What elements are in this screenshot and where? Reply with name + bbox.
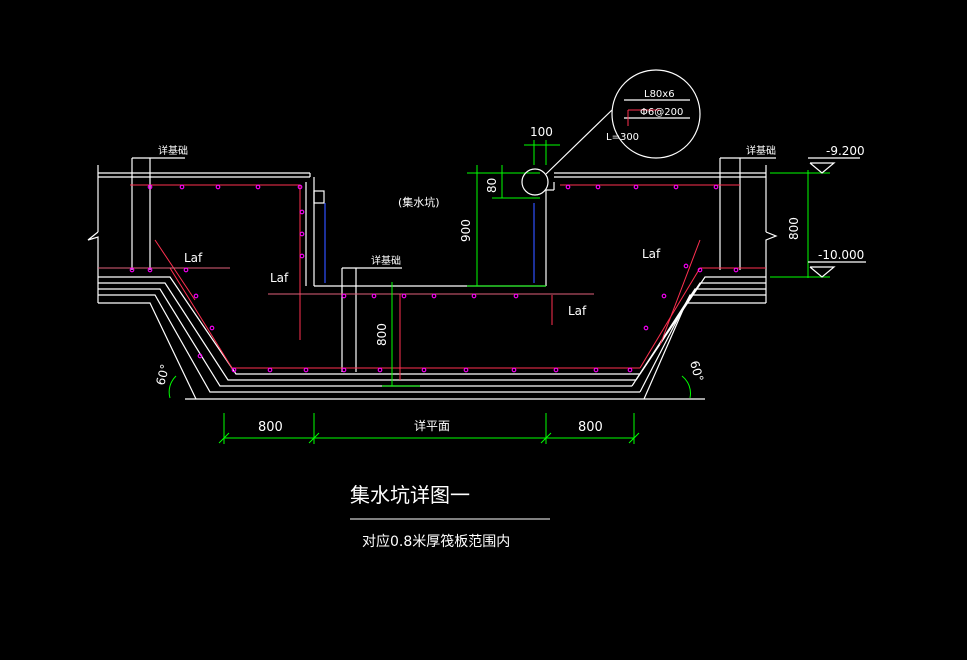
- rebar-dot: [183, 267, 189, 273]
- rebar-dot: [215, 184, 221, 190]
- raft-label-right: 详基础: [746, 144, 776, 157]
- laf-label-4: Laf: [642, 247, 661, 261]
- rebar-dot: [297, 184, 303, 190]
- rebar-dot: [299, 253, 305, 259]
- rebar-dot: [431, 293, 437, 299]
- rebar-dot: [267, 367, 273, 373]
- rebar-dot: [197, 353, 203, 359]
- pit-step: [314, 182, 555, 372]
- rebar-dot: [595, 184, 601, 190]
- rebar-dot: [697, 267, 703, 273]
- extension-lines: [98, 267, 594, 295]
- rebar-dot: [299, 209, 305, 215]
- rebar-dot: [341, 293, 347, 299]
- raft-label-mid: 详基础: [371, 254, 401, 267]
- dim-bottom-right: 800: [578, 420, 603, 435]
- rebar-dot: [661, 293, 667, 299]
- rebar-dot: [147, 267, 153, 273]
- rebar-dot: [421, 367, 427, 373]
- rebar-dot: [209, 325, 215, 331]
- raft-label-left: 详基础: [158, 144, 188, 157]
- rebar-dot: [377, 367, 383, 373]
- angle-arcs: [168, 375, 691, 399]
- rebar-dot: [511, 367, 517, 373]
- dim-col-width: 100: [530, 125, 553, 139]
- dim-depth-900: 900: [459, 219, 473, 242]
- rebar-dot: [471, 293, 477, 299]
- elevation-markers: [808, 157, 866, 278]
- rebar-dot: [341, 367, 347, 373]
- rebar-dot: [129, 267, 135, 273]
- rebar-dot: [673, 184, 679, 190]
- rebar-dot: [633, 184, 639, 190]
- rebar-dot: [553, 367, 559, 373]
- detail-callout: [521, 69, 701, 196]
- rebar-dot: [255, 184, 261, 190]
- rebar-dot: [179, 184, 185, 190]
- detail-length-label: L=300: [606, 132, 639, 143]
- drawing-title: 集水坑详图一: [350, 483, 470, 507]
- rebar-dot: [683, 263, 689, 269]
- rebar-dot: [401, 293, 407, 299]
- rebar-dot: [463, 367, 469, 373]
- dim-depth-800-right: 800: [787, 217, 801, 240]
- dimension-lines: [218, 140, 830, 444]
- water-lines: [324, 203, 535, 283]
- laf-label-2: Laf: [270, 271, 289, 285]
- rebar-dot: [733, 267, 739, 273]
- rebar-dot: [303, 367, 309, 373]
- dim-step-80: 80: [485, 178, 499, 193]
- angle-label-right: 60°: [687, 359, 706, 383]
- pit-label: (集水坑): [398, 195, 440, 209]
- elevation-top: -9.200: [826, 144, 865, 158]
- rebar-dot: [371, 293, 377, 299]
- detail-bar-label: Φ6@200: [640, 107, 683, 118]
- rebar-dot: [147, 184, 153, 190]
- rebar-dot: [713, 184, 719, 190]
- dim-depth-800-mid: 800: [375, 323, 389, 346]
- rebar-dot: [193, 293, 199, 299]
- dim-bottom-left: 800: [258, 420, 283, 435]
- rebar-dot: [299, 231, 305, 237]
- angle-label-left: 60°: [153, 363, 172, 387]
- laf-label-3: Laf: [568, 304, 587, 318]
- rebar-dot: [643, 325, 649, 331]
- rebar-dots: [129, 184, 739, 373]
- detail-angle-label: L80x6: [644, 89, 675, 100]
- laf-label-1: Laf: [184, 251, 203, 265]
- right-raft: [554, 157, 778, 400]
- plan-ref-label: 详平面: [414, 418, 450, 433]
- rebar-dot: [565, 184, 571, 190]
- rebar-dot: [513, 293, 519, 299]
- elevation-bottom: -10.000: [818, 248, 864, 262]
- rebar-dot: [593, 367, 599, 373]
- drawing-subtitle: 对应0.8米厚筏板范围内: [362, 533, 510, 550]
- rebar-dot: [627, 367, 633, 373]
- rebar-dot: [231, 367, 237, 373]
- left-raft: [87, 157, 705, 400]
